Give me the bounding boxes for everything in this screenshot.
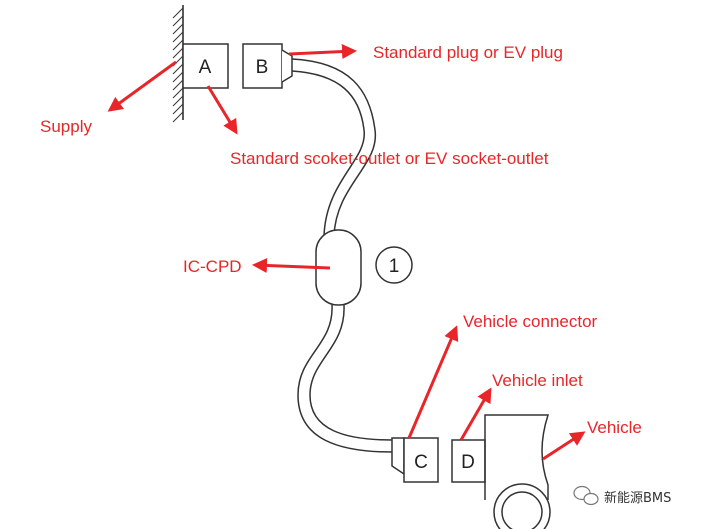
cable-lower — [297, 304, 393, 453]
vehicle-inlet-box-label: D — [461, 452, 475, 473]
socket-outlet-box-label: A — [199, 57, 212, 78]
vehicle-connector-arrow — [407, 325, 459, 439]
vehicle-inlet-arrow — [459, 387, 492, 441]
plug-arrow — [288, 44, 357, 60]
supply-arrow — [107, 60, 177, 112]
plug-box-label: B — [256, 57, 269, 78]
ic-cpd-label: IC-CPD — [183, 257, 242, 276]
vehicle-wheel-inner — [501, 491, 543, 529]
vehicle-connector-box-label: C — [414, 452, 428, 473]
socket-outlet-arrow — [206, 85, 238, 135]
watermark-text: 新能源BMS — [604, 490, 671, 506]
vehicle-connector-label: Vehicle connector — [463, 312, 598, 331]
vehicle-label: Vehicle — [587, 418, 642, 437]
reference-marker-circle — [375, 246, 413, 284]
vehicle-connector — [391, 437, 439, 483]
reference-marker-number: 1 — [389, 256, 400, 277]
socket-outlet-box — [182, 43, 229, 89]
vehicle-arrow — [542, 431, 586, 461]
socket-outlet-label: Standard scoket-outlet or EV socket-outl… — [230, 149, 549, 168]
plug — [242, 43, 293, 89]
plug-label: Standard plug or EV plug — [373, 43, 563, 62]
cable-upper — [291, 58, 377, 237]
wechat-icon — [573, 485, 599, 506]
vehicle-body — [484, 414, 550, 500]
ic-cpd-arrow — [252, 257, 331, 273]
supply-label: Supply — [40, 117, 92, 136]
vehicle-inlet-label: Vehicle inlet — [492, 371, 583, 390]
